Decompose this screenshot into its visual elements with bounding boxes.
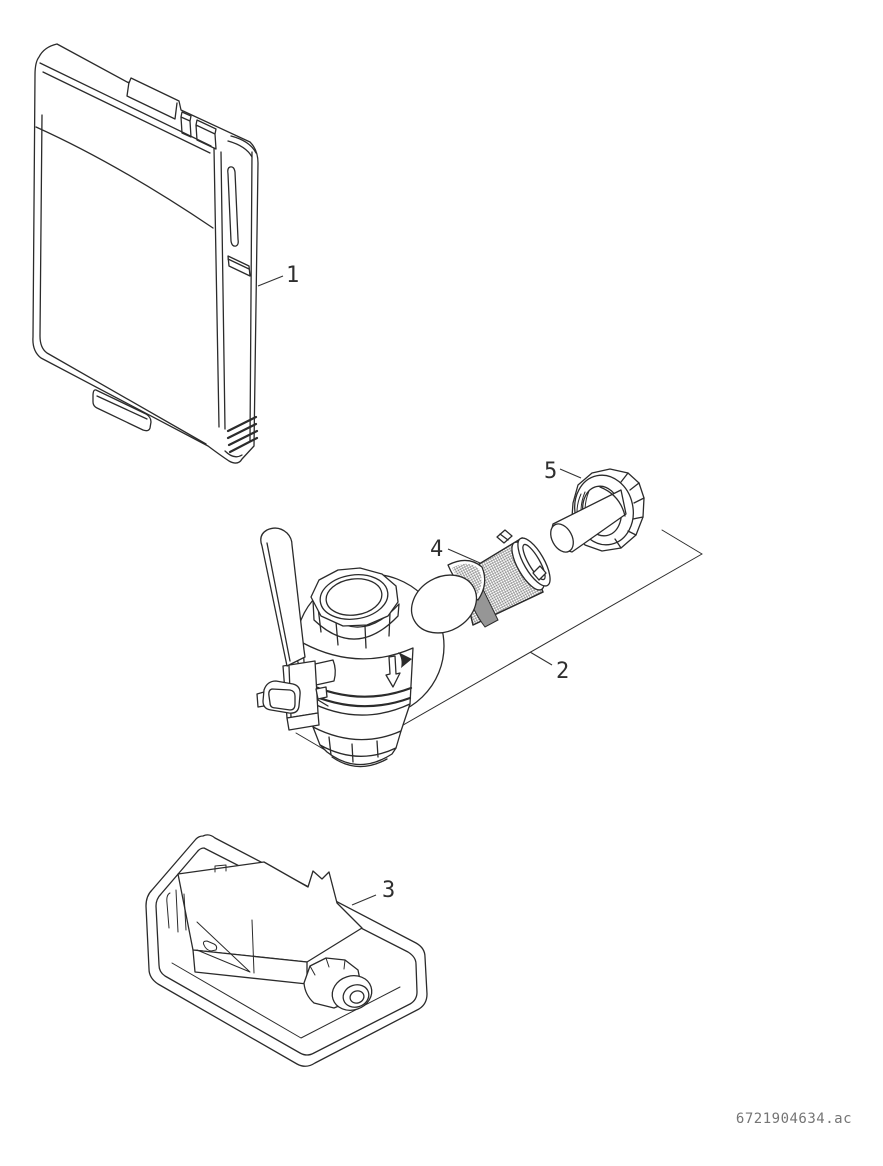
- housing-inner-rim: [155, 847, 418, 1056]
- valve-bracket-bolt: [315, 686, 328, 700]
- housing-floor-slot: [202, 940, 218, 952]
- leader-1: [257, 275, 284, 287]
- valve-port-rim-inner: [325, 578, 383, 616]
- part-filter-strainer: [410, 529, 551, 634]
- callout-leaders: [257, 275, 582, 906]
- callout-3: 3: [382, 878, 395, 903]
- cover-side-window: [227, 255, 251, 277]
- gland-opening: [349, 990, 365, 1004]
- housing-floor-line: [171, 962, 401, 1039]
- cover-vent-slats: [226, 415, 259, 454]
- valve-stem: [313, 659, 336, 686]
- nut-facets: [614, 472, 645, 549]
- callout-4: 4: [430, 537, 443, 562]
- housing-plate-clip: [214, 864, 227, 873]
- leader-5: [559, 468, 582, 479]
- valve-lever-handle: [260, 527, 306, 667]
- leader-4: [447, 548, 481, 564]
- housing-left-bracket: [166, 889, 187, 933]
- valve-bracket-pin: [317, 699, 329, 707]
- drawing-code: 6721904634.ac: [736, 1111, 852, 1127]
- cover-side-fold: [213, 147, 226, 430]
- cover-corner-curves: [227, 135, 257, 158]
- flow-arrow-icon: [398, 652, 412, 668]
- housing-plate-braces: [196, 919, 255, 974]
- cover-mount-slot: [227, 166, 239, 247]
- leader-3: [351, 894, 377, 906]
- down-arrow-icon: [385, 655, 401, 688]
- valve-bottom-facets: [328, 736, 379, 763]
- strainer-clip-top-line: [499, 533, 509, 541]
- valve-lever-inner-line: [266, 542, 291, 662]
- callout-5: 5: [544, 459, 557, 484]
- cover-seam-line: [35, 126, 214, 229]
- cover-tab-medium: [195, 119, 217, 150]
- strainer-clip-right: [532, 565, 547, 581]
- stub-pipe-end: [550, 523, 574, 553]
- valve-bottom-rim-line: [331, 756, 388, 768]
- strainer-clip-top: [496, 529, 513, 544]
- nut-bore-front-arc: [599, 486, 626, 517]
- valve-collar-facets: [317, 606, 391, 649]
- valve-bracket-foot: [286, 712, 320, 731]
- cover-top-inset: [42, 71, 211, 154]
- plane-right-edge: [661, 529, 703, 555]
- cover-right-inner-edge: [249, 151, 253, 442]
- leader-2: [529, 651, 553, 666]
- cover-tab-knob: [180, 111, 192, 138]
- strainer-end-cap: [410, 574, 478, 634]
- part-front-cover: [32, 43, 259, 464]
- strainer-opening: [522, 543, 546, 581]
- callout-1: 1: [286, 263, 299, 288]
- part-union-nut: [550, 468, 645, 553]
- cover-bottom-tip-curve: [224, 450, 243, 458]
- part-housing-base: [145, 834, 428, 1067]
- cover-inner-inset: [39, 114, 207, 445]
- cover-bottom-recess: [92, 389, 152, 432]
- cover-tab-large: [126, 81, 178, 120]
- valve-plug-face: [268, 688, 296, 711]
- gland-ring-mid: [342, 984, 370, 1008]
- part-ball-valve: [256, 527, 445, 768]
- valve-port-rim-outer: [319, 574, 389, 620]
- valve-bottom-rim: [319, 744, 397, 766]
- callout-2: 2: [556, 659, 569, 684]
- callout-labels: 1 2 3 4 5: [286, 263, 569, 903]
- gland-facets: [309, 957, 346, 976]
